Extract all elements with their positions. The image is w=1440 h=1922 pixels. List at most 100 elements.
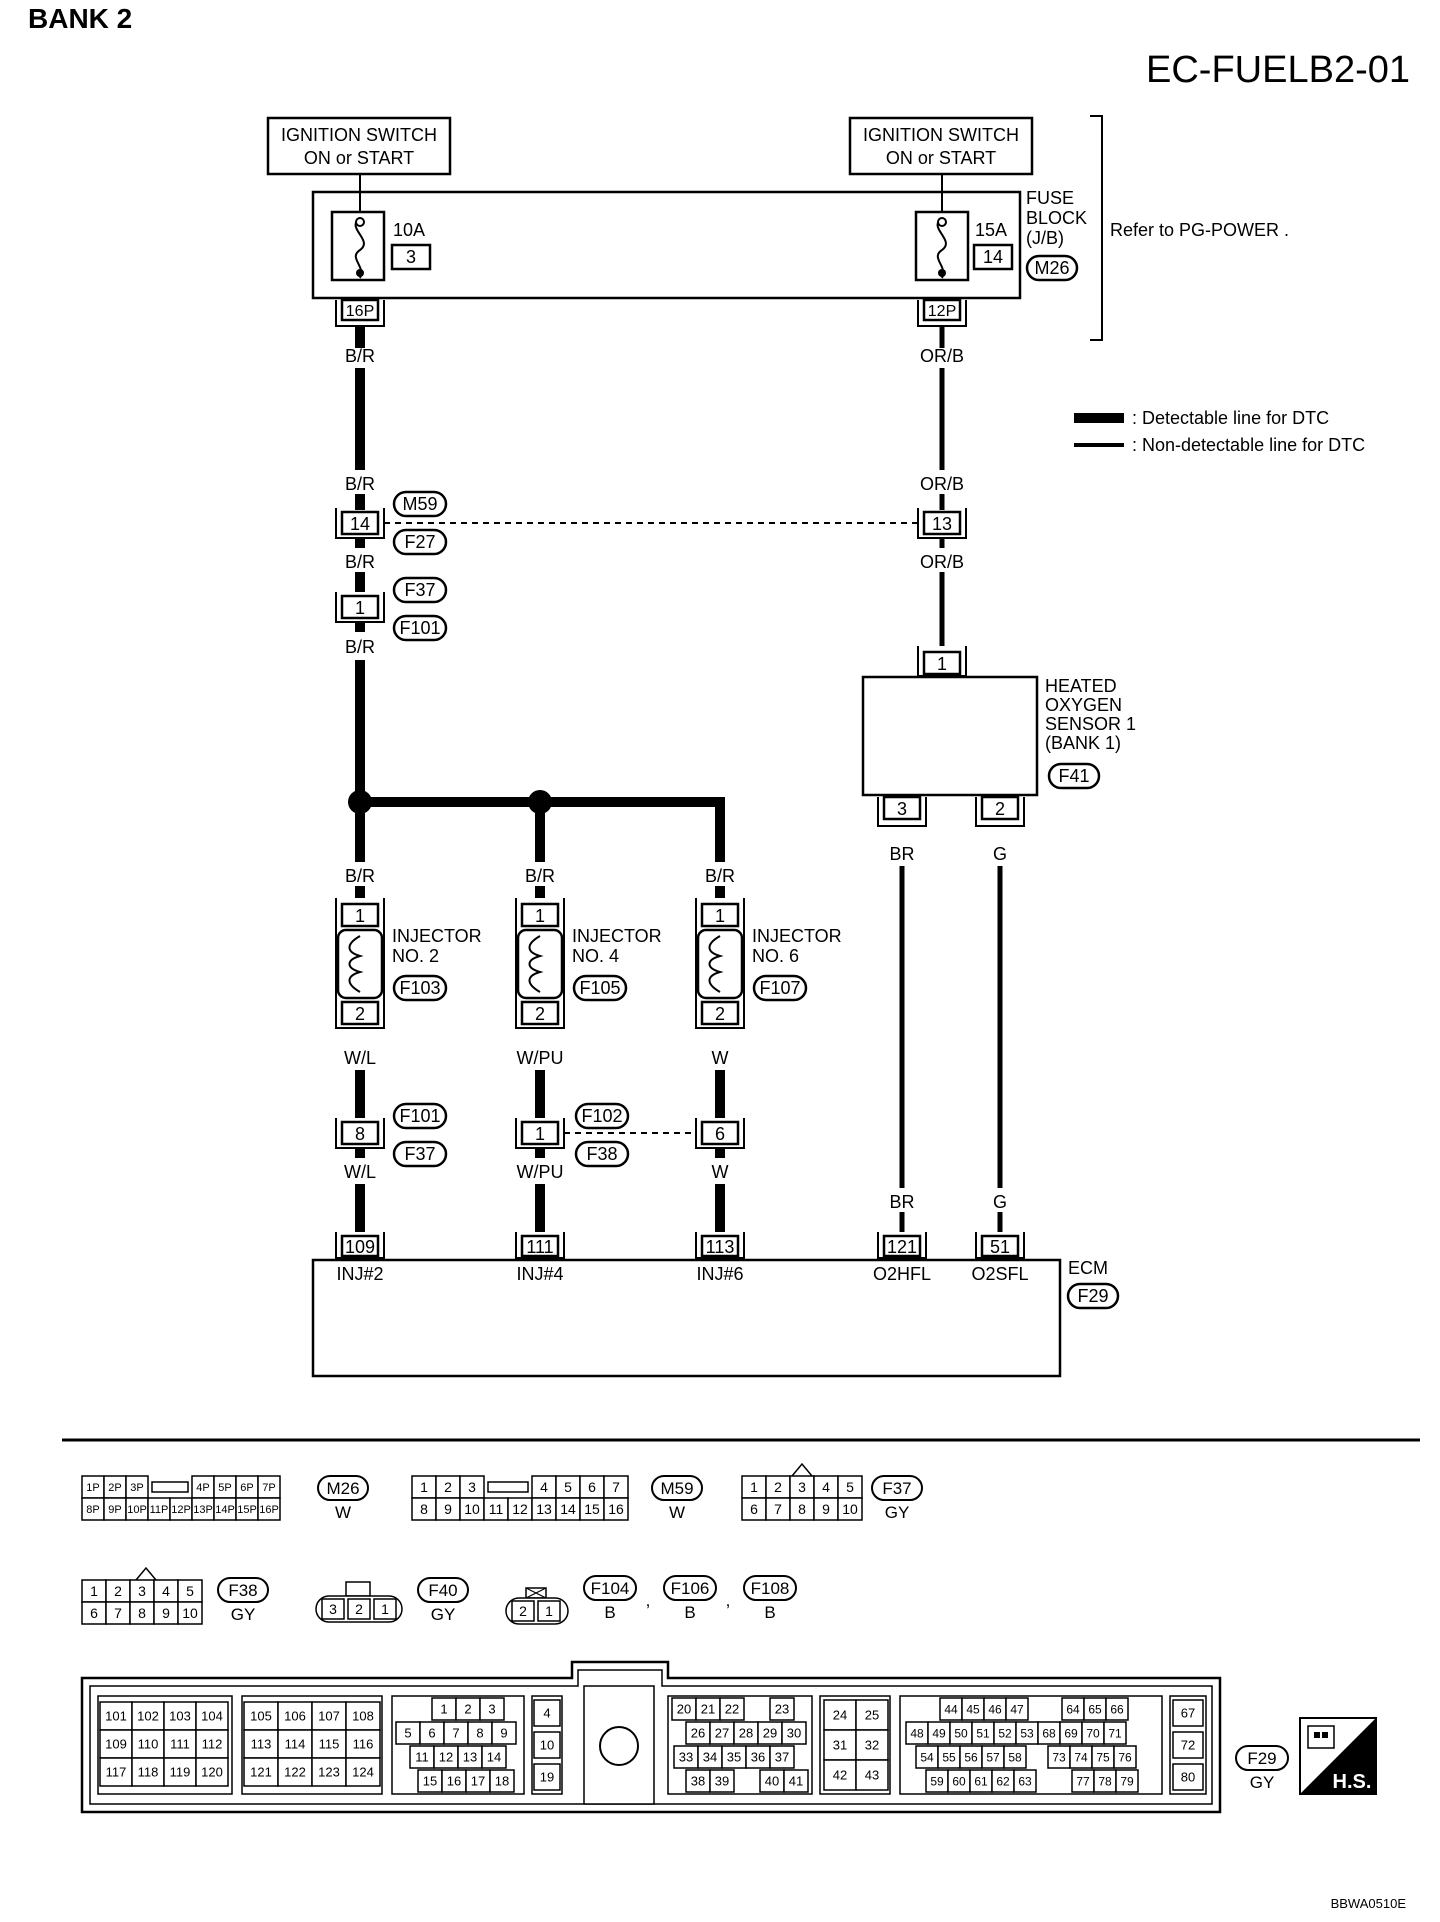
ecm-name-o2sfl: O2SFL (971, 1264, 1028, 1284)
f29-pin-9-cell (491, 1721, 517, 1745)
conn-f104-name: F104 (591, 1579, 630, 1598)
f29-pin-21: 21 (701, 1702, 715, 1717)
f29-pin-66-cell (1105, 1697, 1129, 1721)
f29-pin-104-cell (195, 1701, 229, 1731)
f29-pin-24-cell (823, 1699, 857, 1731)
f29-pin-63: 63 (1018, 1774, 1032, 1788)
f29-pin-66: 66 (1110, 1702, 1124, 1716)
ecm: 109 111 113 121 51 INJ#2 INJ#4 INJ#6 O2H… (311, 1232, 1120, 1378)
f37-pin-10-cell (837, 1497, 863, 1521)
wire-wl-1: W/L (344, 1048, 376, 1068)
f38-name-pill (217, 1577, 269, 1603)
f40-pin-2-cell (347, 1598, 371, 1620)
legend-non-detectable: : Non-detectable line for DTC (1132, 435, 1365, 455)
f29-pin-15: 15 (423, 1774, 437, 1789)
sensor-label-3: SENSOR 1 (1045, 714, 1136, 734)
inj4-label-1: INJECTOR (572, 926, 662, 946)
f29-pin-122: 122 (284, 1765, 306, 1780)
f29-pin-114-cell (277, 1729, 313, 1759)
f40-pin-2: 2 (355, 1601, 363, 1617)
fuse-10a-number: 3 (406, 247, 416, 267)
pin-12p: 12P (928, 303, 956, 320)
conn-f37-top: F37 (404, 580, 435, 600)
ecm-pin-111: 111 (526, 1237, 553, 1257)
ecm-name-inj4: INJ#4 (516, 1264, 563, 1284)
f29-pin-49: 49 (932, 1726, 946, 1740)
f37-pin-1: 1 (750, 1479, 758, 1495)
f38-pin-2: 2 (114, 1583, 122, 1599)
m26-name: M26 (326, 1479, 359, 1498)
f29-pin-17: 17 (471, 1774, 485, 1789)
f29-pin-51: 51 (976, 1726, 990, 1740)
sensor-pin-1: 1 (937, 654, 947, 674)
f29-pin-16: 16 (447, 1774, 461, 1789)
f29-pin-42: 42 (833, 1768, 847, 1783)
f29-pin-37: 37 (775, 1750, 789, 1765)
f37-pin-5: 5 (846, 1479, 854, 1495)
pin-13: 13 (932, 514, 952, 534)
injector-no4: 1 2 INJECTOR NO. 4 F105 (515, 886, 662, 1029)
f29-pin-121: 121 (250, 1765, 272, 1780)
joint-connector-f102-f38: 1 6 F102 F38 (515, 1102, 745, 1168)
m26-pin-15P: 15P (237, 1504, 257, 1516)
ign-right-line2: ON or START (886, 148, 996, 168)
m59-pin-12: 12 (512, 1501, 528, 1517)
f29-pin-64: 64 (1066, 1702, 1080, 1716)
m26-pin-3P: 3P (130, 1482, 143, 1494)
f29-pin-31: 31 (833, 1738, 847, 1753)
f29-pin-103-cell (163, 1701, 197, 1731)
wire-wpu-2: W/PU (517, 1162, 564, 1182)
f40-pin-1: 1 (381, 1601, 389, 1617)
fuse-15a-rating: 15A (975, 220, 1007, 240)
f29-pin-3: 3 (488, 1702, 495, 1717)
pin-14: 14 (350, 514, 370, 534)
wire-orb-3: OR/B (920, 552, 964, 572)
f29-pin-124: 124 (352, 1765, 374, 1780)
f29-pin-114: 114 (285, 1737, 306, 1752)
f29-pin-122-cell (277, 1757, 313, 1787)
f29-pin-1: 1 (440, 1702, 447, 1717)
conn-f106-color: B (684, 1603, 695, 1622)
f29-pin-48: 48 (910, 1726, 924, 1740)
f29-pin-110: 110 (138, 1737, 159, 1752)
ecm-label: ECM (1068, 1258, 1108, 1278)
wire-orb-1: OR/B (920, 346, 964, 366)
inj4-pin1: 1 (535, 906, 545, 926)
f29-pin-14-cell (481, 1745, 507, 1769)
m59-pin-14: 14 (560, 1501, 576, 1517)
m59-pin-8: 8 (420, 1501, 428, 1517)
ign-left-line1: IGNITION SWITCH (281, 125, 437, 145)
ecm-name-inj2: INJ#2 (336, 1264, 383, 1284)
f29-pin-116: 116 (353, 1737, 374, 1752)
m26-pin-4P: 4P (196, 1482, 209, 1494)
f29-pin-72-cell (1172, 1731, 1204, 1759)
ecm-pin-121: 121 (887, 1237, 917, 1257)
f38-color: GY (231, 1605, 256, 1624)
m59-pin-7: 7 (612, 1479, 620, 1495)
sensor-pin-2: 2 (995, 799, 1005, 819)
fuse-10a: 10A 3 (330, 210, 432, 282)
conn-f38: F38 (586, 1144, 617, 1164)
f29-pin-107: 107 (318, 1709, 340, 1724)
f29-pin-58-cell (1003, 1745, 1027, 1769)
inj2-connector: F103 (399, 978, 440, 998)
f38-pin-7: 7 (114, 1605, 122, 1621)
f29-pin-6: 6 (428, 1726, 435, 1741)
f40-pin-1-cell (373, 1598, 397, 1620)
f29-pin-80-cell (1172, 1763, 1204, 1791)
f29-pin-2: 2 (464, 1702, 471, 1717)
f40-name: F40 (428, 1581, 457, 1600)
f104-pin-1: 1 (545, 1603, 553, 1619)
connector-12p: 12P (917, 298, 967, 327)
inj4-connector: F105 (579, 978, 620, 998)
f29-pin-27: 27 (715, 1726, 729, 1741)
m59-pin-9: 9 (444, 1501, 452, 1517)
f29-pin-25-cell (855, 1699, 889, 1731)
f29-pin-34: 34 (703, 1750, 717, 1765)
f29-pin-117-cell (99, 1757, 133, 1787)
pin-16p: 16P (346, 303, 374, 320)
f29-pin-118-cell (131, 1757, 165, 1787)
f37-pin-6: 6 (750, 1501, 758, 1517)
f37-pin-8: 8 (798, 1501, 806, 1517)
